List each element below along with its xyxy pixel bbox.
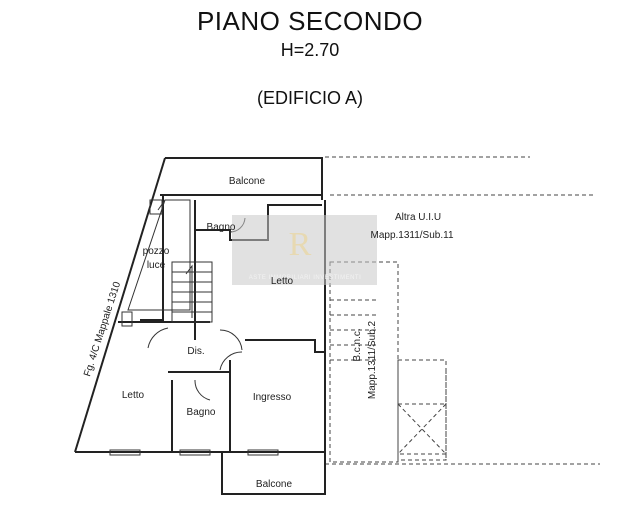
label-bagno-bottom: Bagno — [187, 407, 216, 418]
plan-title: PIANO SECONDO — [196, 6, 424, 36]
floor-height: H=2.70 — [280, 40, 340, 60]
label-mapp-sub11: Mapp.1311/Sub.11 — [370, 230, 453, 241]
label-letto-top: Letto — [271, 276, 294, 287]
staircase — [171, 261, 213, 323]
label-letto-left: Letto — [122, 390, 145, 401]
label-balcone-top: Balcone — [229, 176, 266, 187]
label-pozzo: pozzo — [143, 246, 170, 257]
door-swings — [147, 217, 246, 401]
label-altra-uiu: Altra U.I.U — [395, 212, 441, 223]
label-ingresso: Ingresso — [253, 392, 292, 403]
label-balcone-bottom: Balcone — [256, 479, 293, 490]
label-bcnc: B.c.n.c. — [352, 328, 363, 361]
label-luce: luce — [147, 260, 166, 271]
windows — [109, 199, 279, 456]
neighbour-stairs — [330, 299, 378, 361]
building-label: (EDIFICIO A) — [256, 88, 363, 108]
label-dis: Dis. — [187, 346, 204, 357]
label-mapp-sub2: Mapp.1311/Sub.2 — [367, 320, 378, 399]
bottom-balcony — [221, 452, 326, 495]
label-bagno-top: Bagno — [207, 222, 236, 233]
interior-walls — [118, 194, 325, 452]
hatched-box — [397, 403, 447, 455]
watermark-panel — [232, 215, 377, 285]
neighbour-dashed-lines — [325, 156, 600, 465]
watermark-text: ASTE IMMOBILIARI INVESTIMENTI — [249, 275, 362, 281]
watermark-logo: R — [289, 226, 312, 263]
watermark: R ASTE IMMOBILIARI INVESTIMENTI — [232, 215, 377, 285]
